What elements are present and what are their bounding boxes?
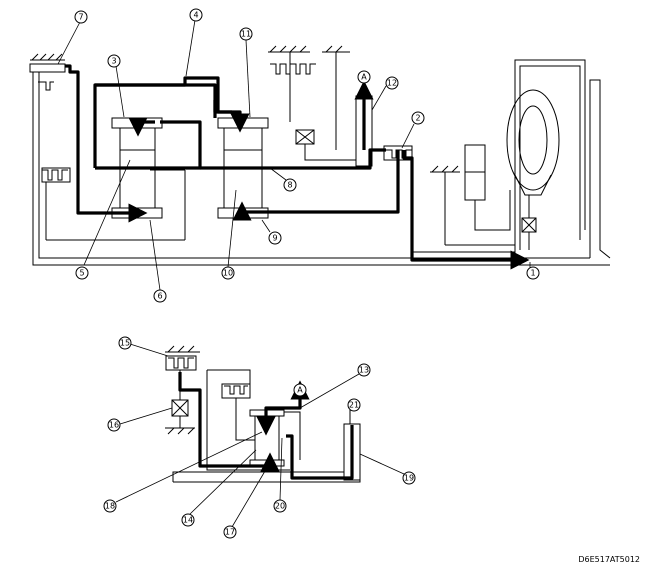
callout-a-bottom (293, 383, 307, 397)
callout-12 (385, 76, 399, 90)
callout-label-11: 11 (241, 30, 251, 39)
ground-hatch-right (430, 165, 460, 173)
callout-label-8: 8 (287, 181, 292, 190)
callout-11 (239, 27, 253, 41)
ground-hatch-top-left (30, 53, 65, 61)
callout-label-2: 2 (415, 114, 420, 123)
ring-gear-2 (217, 117, 269, 129)
callout-4 (189, 8, 203, 22)
callout-label-6: 6 (157, 292, 162, 301)
callout-label-13: 13 (359, 366, 369, 375)
callout-15 (118, 336, 132, 350)
callout-7 (74, 10, 88, 24)
callout-label-9: 9 (272, 234, 277, 243)
callout-label-1: 1 (530, 269, 535, 278)
callout-label-12: 12 (387, 79, 397, 88)
callout-label-16: 16 (109, 421, 119, 430)
bottom-circuit (165, 345, 361, 483)
callout-label-a-top: A (361, 73, 367, 82)
callout-2 (411, 111, 425, 125)
callout-label-3: 3 (111, 57, 116, 66)
callout-16 (107, 418, 121, 432)
callout-17 (223, 525, 237, 539)
callout-3 (107, 54, 121, 68)
ground-hatch-bottom-mid (165, 427, 195, 435)
callout-13 (357, 363, 371, 377)
top-circuit (29, 45, 611, 270)
callout-21 (347, 398, 361, 412)
callout-label-18: 18 (105, 502, 115, 511)
diagram-code-label: D6E517AT5012 (578, 555, 640, 564)
callout-14 (181, 513, 195, 527)
callout-1 (526, 266, 540, 280)
ground-hatch-top-center (268, 45, 350, 53)
callout-8 (283, 178, 297, 192)
callout-20 (273, 499, 287, 513)
callout-label-21: 21 (349, 401, 359, 410)
callout-5 (75, 266, 89, 280)
callout-a-top (357, 70, 371, 84)
callout-label-14: 14 (183, 516, 193, 525)
callout-18 (103, 499, 117, 513)
highlighted-flow-paths-bottom (178, 372, 354, 480)
torque-converter (506, 89, 560, 250)
callout-label-17: 17 (225, 528, 235, 537)
ground-hatch-bottom-top (165, 345, 200, 353)
callout-label-20: 20 (275, 502, 285, 511)
callouts: 7 4 11 A 12 3 2 8 5 6 (57, 8, 540, 539)
highlighted-flow-paths (65, 64, 530, 270)
callout-label-10: 10 (223, 269, 233, 278)
callout-10 (221, 266, 235, 280)
callout-label-a-bottom: A (297, 386, 303, 395)
callout-label-7: 7 (78, 13, 83, 22)
callout-6 (153, 289, 167, 303)
callout-label-19: 19 (404, 474, 414, 483)
callout-19 (402, 471, 416, 485)
callout-label-5: 5 (79, 269, 84, 278)
callout-label-4: 4 (193, 11, 198, 20)
callout-label-15: 15 (120, 339, 130, 348)
callout-9 (268, 231, 282, 245)
